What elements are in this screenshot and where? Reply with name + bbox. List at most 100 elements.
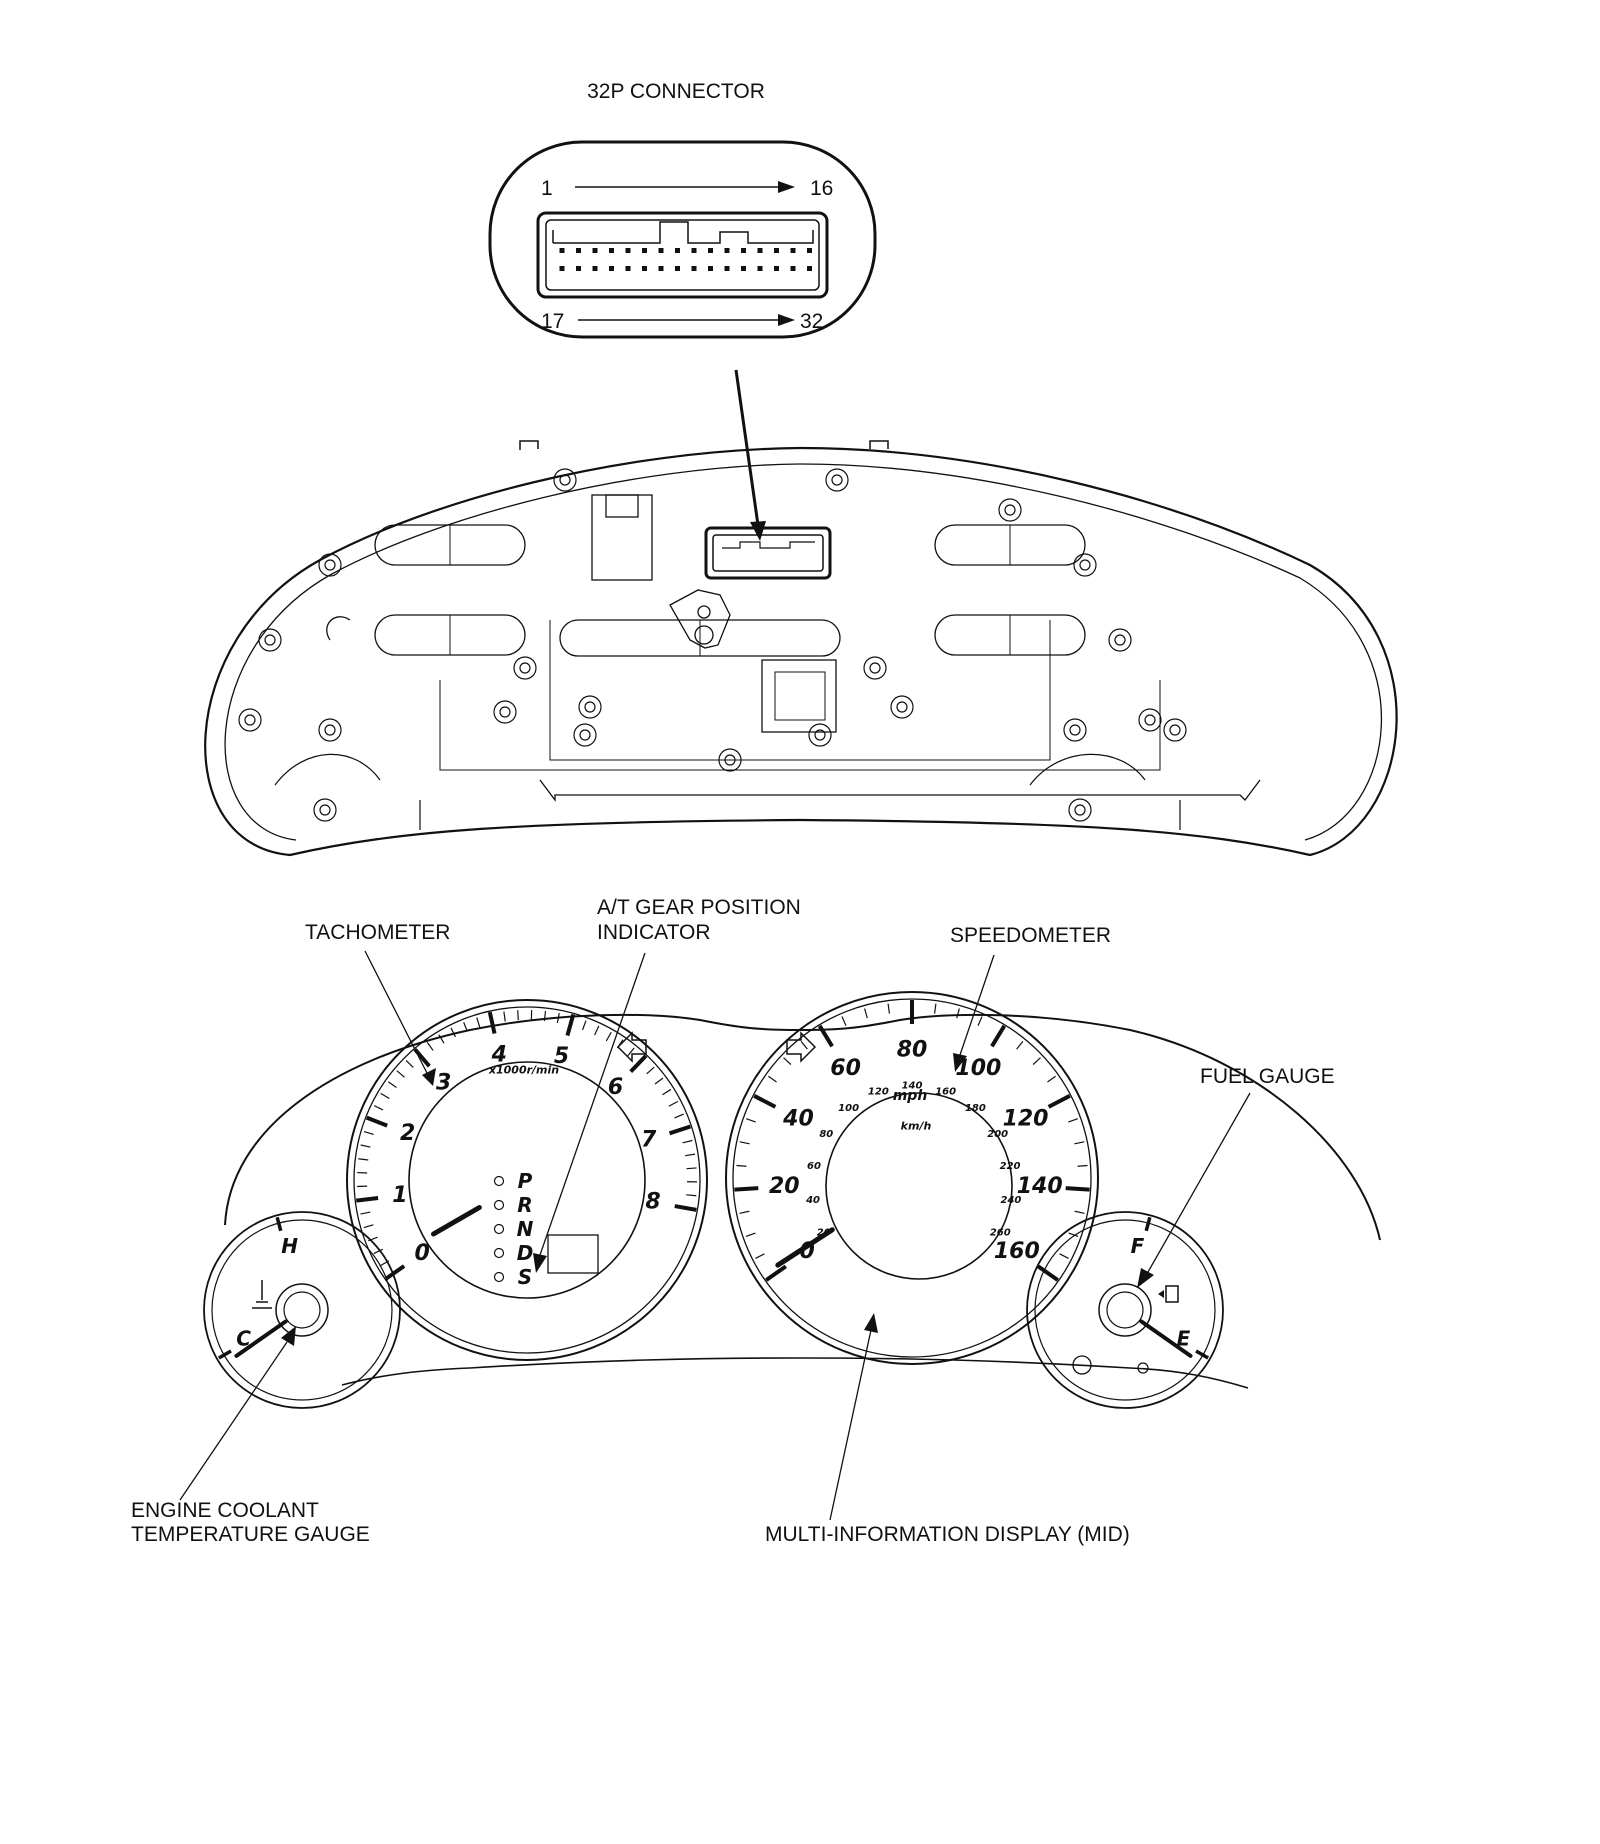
connector-pin-row-top <box>560 248 813 253</box>
connector-pin <box>758 248 763 253</box>
gear-letter-d: D <box>517 1241 534 1265</box>
tach-minor-tick <box>683 1140 693 1142</box>
speedo-minor-tick <box>1078 1166 1088 1167</box>
speedo-kmh-number: 60 <box>807 1161 821 1172</box>
rear-screw-boss <box>1109 629 1131 651</box>
connector-pin-row-bottom <box>560 266 813 271</box>
speedo-minor-tick <box>1047 1076 1055 1082</box>
gauge-major-tick <box>277 1217 281 1231</box>
connector-pin <box>626 266 631 271</box>
speedo-kmh-number: 240 <box>1001 1195 1022 1206</box>
tach-minor-tick <box>655 1078 663 1084</box>
tach-number: 6 <box>608 1075 623 1100</box>
label-gear-indicator-1: A/T GEAR POSITION <box>597 896 801 919</box>
speedo-minor-tick <box>978 1017 982 1026</box>
speedo-minor-tick <box>888 1004 889 1014</box>
speedo-minor-tick <box>865 1009 868 1019</box>
connector-pin <box>758 266 763 271</box>
rear-screw-boss <box>826 469 848 491</box>
gear-letter-r: R <box>517 1193 532 1217</box>
gear-letter-p: P <box>518 1169 533 1193</box>
tach-minor-tick <box>358 1159 368 1160</box>
connector-pin <box>560 266 565 271</box>
tach-minor-tick <box>374 1106 383 1110</box>
rear-screw-head <box>1070 725 1080 735</box>
gear-indicator-lamp <box>495 1273 504 1282</box>
tach-minor-tick <box>397 1071 405 1077</box>
connector-pointer-line <box>736 370 758 525</box>
speedo-minor-tick <box>1075 1211 1085 1213</box>
speedo-minor-tick <box>736 1166 746 1167</box>
speedo-mph-number: 140 <box>1017 1174 1063 1199</box>
pin-label-17: 17 <box>541 310 564 333</box>
fuel-gauge-dial: FE <box>1027 1212 1223 1408</box>
connector-pin <box>659 248 664 253</box>
connector-pin <box>692 266 697 271</box>
connector-pin <box>791 266 796 271</box>
tach-minor-tick <box>477 1018 480 1028</box>
gear-indicator-lamp <box>495 1177 504 1186</box>
label-speedometer: SPEEDOMETER <box>950 924 1111 947</box>
speedo-minor-tick <box>768 1076 776 1082</box>
rear-screw-boss <box>999 499 1021 521</box>
connector-pin <box>741 266 746 271</box>
rear-screw-boss <box>1164 719 1186 741</box>
rear-screw-boss <box>579 696 601 718</box>
speedo-kmh-number: 180 <box>965 1103 986 1114</box>
tach-minor-tick <box>606 1032 611 1041</box>
gear-indicator-lamp <box>495 1201 504 1210</box>
turn-signal-left-icon <box>618 1033 646 1061</box>
gear-letter-n: N <box>517 1217 534 1241</box>
coolant-temp-icon <box>252 1280 272 1308</box>
speedo-mph-number: 20 <box>769 1174 800 1199</box>
tach-unit: x1000r/min <box>488 1064 559 1077</box>
tach-minor-tick <box>687 1168 697 1169</box>
pin-arrow-bottom-head <box>778 314 795 326</box>
tach-minor-tick <box>451 1028 455 1037</box>
gauge-bezel-inner <box>212 1220 392 1400</box>
rear-screw-boss <box>1139 709 1161 731</box>
rear-screw-boss <box>319 719 341 741</box>
tach-minor-tick <box>685 1154 695 1156</box>
speedo-minor-tick <box>1078 1189 1088 1190</box>
tach-number: 3 <box>436 1070 451 1095</box>
speedo-minor-tick <box>801 1041 807 1049</box>
tach-number: 2 <box>400 1121 415 1146</box>
tach-minor-tick <box>361 1145 371 1147</box>
speedo-mph-number: 100 <box>955 1056 1001 1081</box>
gear-letter-s: S <box>518 1265 532 1289</box>
gauge-bezel-outer <box>1027 1212 1223 1408</box>
rear-screw-head <box>1145 715 1155 725</box>
speedo-kmh-number: 220 <box>1000 1161 1021 1172</box>
speedo-mph-number: 60 <box>830 1056 861 1081</box>
tach-minor-tick <box>427 1042 433 1050</box>
tach-number: 1 <box>392 1183 407 1208</box>
connector-pin <box>642 266 647 271</box>
gauge-major-tick <box>1146 1217 1150 1231</box>
tach-number: 7 <box>641 1128 657 1153</box>
connector-pin <box>807 266 812 271</box>
gauge-top-mark: H <box>281 1234 298 1258</box>
tach-minor-tick <box>504 1012 505 1022</box>
speedo-mph-number: 40 <box>782 1106 814 1131</box>
speedo-kmh-number: 100 <box>838 1103 859 1114</box>
speedo-kmh-number: 120 <box>868 1086 889 1097</box>
connector-pin <box>791 248 796 253</box>
speedo-mph-number: 80 <box>897 1038 928 1063</box>
cluster-rear-view <box>205 441 1396 855</box>
tach-needle <box>433 1208 479 1235</box>
rear-screw-head <box>1080 560 1090 570</box>
rear-screw-head <box>520 663 530 673</box>
rear-screw-boss <box>319 554 341 576</box>
speedo-kmh-number: 260 <box>990 1227 1011 1238</box>
connector-pointer-head <box>750 521 766 541</box>
tach-minor-tick <box>406 1060 413 1067</box>
speedo-minor-tick <box>1068 1119 1077 1122</box>
speedo-minor-tick <box>957 1009 960 1019</box>
gauge-hub-cap <box>284 1292 320 1328</box>
rear-screw-boss <box>514 657 536 679</box>
pin-arrow-top-head <box>778 181 795 193</box>
connector-pin <box>560 248 565 253</box>
label-tachometer: TACHOMETER <box>305 921 450 944</box>
